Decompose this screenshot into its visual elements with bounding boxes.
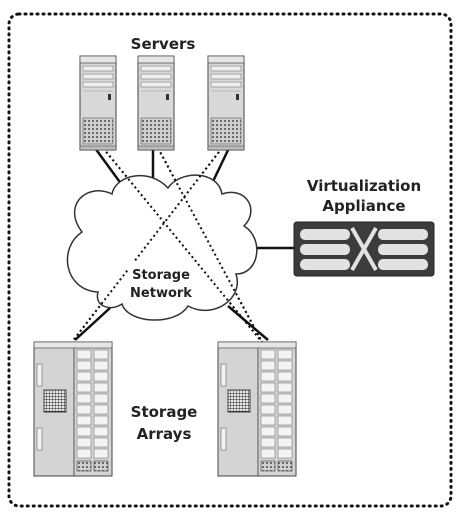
diagram-border xyxy=(7,12,453,508)
storage-array-2 xyxy=(217,341,297,477)
servers-group xyxy=(79,55,245,151)
storage-network-cloud xyxy=(66,174,258,321)
virtualization-label: Virtualization xyxy=(307,177,421,195)
server-1 xyxy=(79,55,117,151)
link-array2-solid xyxy=(227,305,269,341)
storage-array-1 xyxy=(33,341,113,477)
storage-network-label-2: Network xyxy=(130,286,192,301)
servers-label: Servers xyxy=(131,35,196,53)
appliance-label: Appliance xyxy=(322,197,405,215)
storage-arrays-label-2: Arrays xyxy=(137,425,192,443)
storage-network-label-1: Storage xyxy=(132,268,190,283)
server-3 xyxy=(207,55,245,151)
virtualization-appliance xyxy=(293,221,435,277)
server-2 xyxy=(137,55,175,151)
storage-arrays-label-1: Storage xyxy=(131,403,198,421)
link-array1-solid xyxy=(74,307,111,341)
links-through-cloud xyxy=(71,147,263,343)
